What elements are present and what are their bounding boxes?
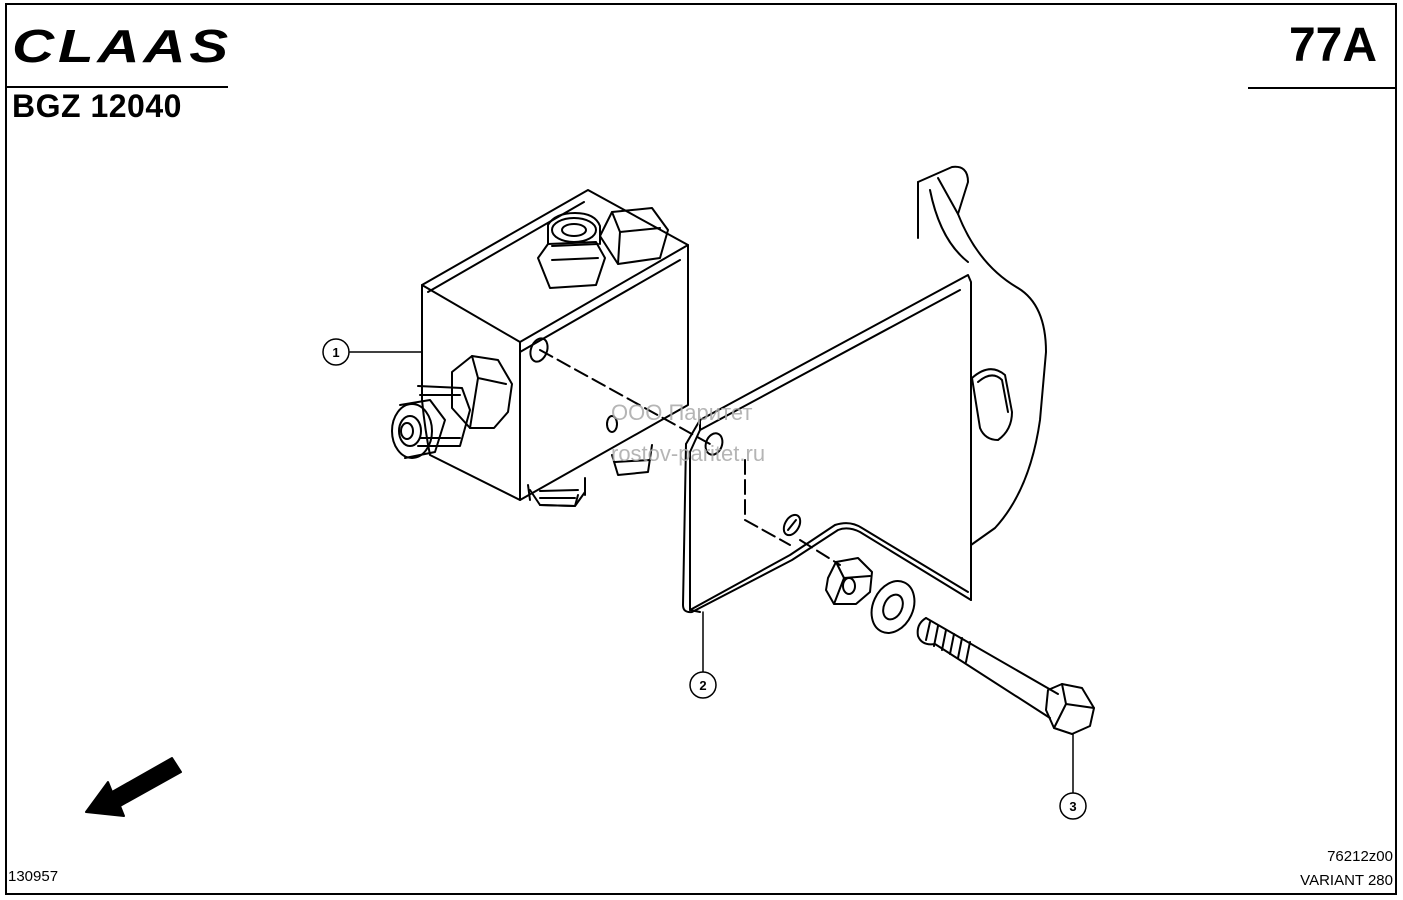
callout-1[interactable]: 1 [322,338,350,366]
page-frame [5,3,1397,895]
washer [870,580,916,634]
callout-2-label: 2 [699,678,706,693]
leader-lines [349,351,1074,794]
brand-text: CLAAS [12,22,232,68]
drawing-code: 76212z00 [1327,848,1393,865]
variant-label: VARIANT 280 [1300,872,1393,889]
callout-3[interactable]: 3 [1059,792,1087,820]
valve-block [391,189,689,507]
hex-bolt [916,617,1095,735]
mounting-bracket [682,165,1047,614]
page-code: BGZ 12040 [12,88,182,124]
claas-logo: CLAAS [12,22,232,68]
watermark-company: ООО Паритет [611,400,753,425]
document-number: 130957 [8,868,59,885]
hex-nut [825,557,873,605]
callout-3-label: 3 [1069,799,1076,814]
watermark-site: rostov-paritet.ru [611,441,766,466]
header-rule-right [1248,87,1397,89]
callout-1-label: 1 [332,345,339,360]
direction-arrow-icon [85,757,182,817]
callout-2[interactable]: 2 [689,671,717,699]
header-rule-left [5,86,228,88]
page-number: 77A [1288,19,1377,72]
